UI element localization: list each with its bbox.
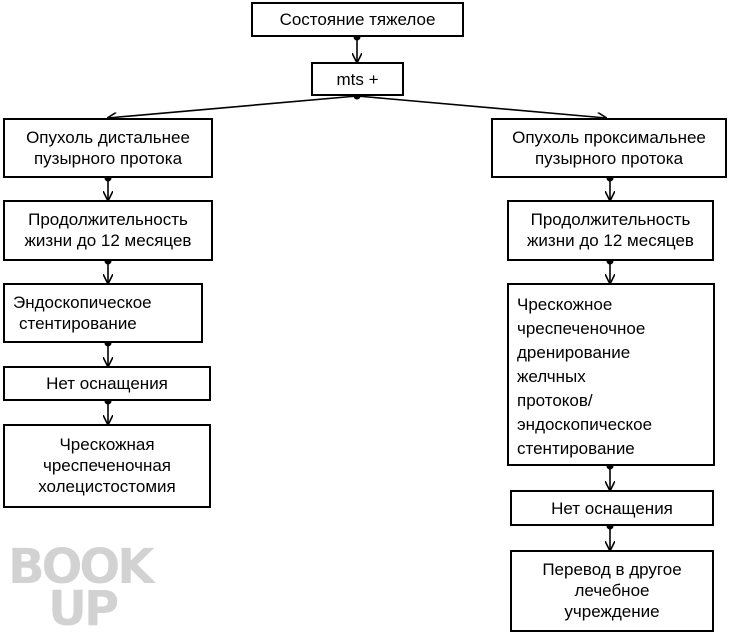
node-text-line: чреспеченочное [517,319,646,338]
node-text-line-1: Перевод в другое [542,560,682,579]
node-text-line-1: Продолжительность [28,210,188,229]
node-mts-positive: mts + [311,62,404,96]
node-text-line-2: пузырного протока [33,149,183,168]
node-text-line-3: холецистостомия [38,477,176,496]
node-no-equipment-right: Нет оснащения [510,490,714,526]
node-text-line-1: Эндоскопическое [13,293,152,312]
connector-mts-left [108,95,358,118]
node-text-line-2: жизни до 12 месяцев [24,231,192,250]
watermark-line-1: BOOK [8,539,154,595]
node-survival-right: Продолжительность жизни до 12 месяцев [507,200,714,261]
node-text: Нет оснащения [551,499,673,518]
node-text-line-2: пузырного протока [534,149,684,168]
node-percutaneous-drainage: Чрескожное чреспеченочное дренирование ж… [507,283,715,466]
node-transfer-other-facility: Перевод в другое лечебное учреждение [510,550,714,632]
node-no-equipment-left: Нет оснащения [3,366,211,401]
node-text: Состояние тяжелое [279,10,436,29]
node-percutaneous-cholecystostomy: Чрескожная чреспеченочная холецистостоми… [3,424,211,508]
node-text-line-2: чреспеченочная [42,456,172,475]
bookup-watermark-logo: BOOK UP [8,539,154,637]
node-text-line-2: стентирование [19,314,137,333]
node-text-line-1: Чрескожная [59,435,155,454]
node-text-line-2: лечебное [574,581,650,600]
node-severe-condition: Состояние тяжелое [251,2,464,37]
node-text-line: дренирование [517,343,631,362]
node-text-line: стентирование [517,439,635,458]
node-text-line: эндоскопическое [517,415,653,434]
node-text: Нет оснащения [46,374,168,393]
node-text: mts + [336,70,379,89]
node-endoscopic-stenting-left: Эндоскопическое стентирование [3,283,203,343]
node-text-line: желчных [517,367,586,386]
node-text-line: Чрескожное [517,295,613,314]
node-text-line-1: Опухоль проксимальнее [512,128,706,147]
node-text-line-3: учреждение [564,602,660,621]
node-text-line-1: Продолжительность [530,210,691,229]
connector-mts-right [356,95,606,118]
node-text-line-2: жизни до 12 месяцев [527,231,694,250]
node-survival-left: Продолжительность жизни до 12 месяцев [3,200,213,261]
node-text-line-1: Опухоль дистальнее [26,128,190,147]
node-text-line: протоков/ [517,391,593,410]
node-tumor-proximal: Опухоль проксимальнее пузырного протока [491,118,727,178]
node-tumor-distal: Опухоль дистальнее пузырного протока [3,118,213,178]
watermark-line-2: UP [48,581,119,637]
